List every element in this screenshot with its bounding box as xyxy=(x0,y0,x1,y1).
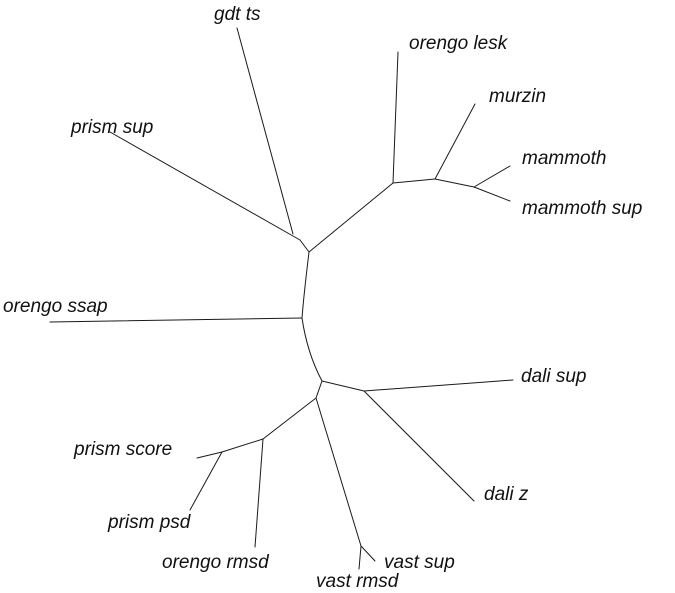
branch-prism-sup xyxy=(109,131,301,241)
branch-root-bottom xyxy=(301,317,323,382)
leaf-label-vast-sup: vast sup xyxy=(384,552,455,573)
branch-mammoth xyxy=(473,165,511,188)
branch-orengo-ssap xyxy=(49,317,303,323)
leaf-label-prism-score: prism score xyxy=(73,439,172,460)
leaf-label-mammoth-sup: mammoth sup xyxy=(522,198,642,219)
branch-upper-left-junction xyxy=(299,239,310,253)
branch-upper-right xyxy=(308,182,394,253)
branch-prism-rmsd-junction xyxy=(262,397,317,440)
branch-dali-junction xyxy=(321,380,365,392)
branch-dali-sup xyxy=(363,379,514,392)
leaf-label-dali-sup: dali sup xyxy=(521,366,587,387)
leaf-label-prism-sup: prism sup xyxy=(70,117,153,138)
leaf-label-prism-psd: prism psd xyxy=(107,512,192,533)
branch-mammoth-junction xyxy=(434,178,475,188)
branch-prism-psd xyxy=(189,451,223,511)
branch-orengo-lesk xyxy=(392,51,399,184)
leaf-label-gdt-ts: gdt ts xyxy=(214,4,261,25)
leaf-label-orengo-lesk: orengo lesk xyxy=(409,33,509,54)
leaf-label-orengo-rmsd: orengo rmsd xyxy=(162,552,270,573)
branch-vast-rmsd xyxy=(358,545,362,570)
branch-vast xyxy=(315,397,362,547)
branch-dali-z xyxy=(363,390,475,502)
branch-vast-sup xyxy=(360,545,376,562)
leaf-label-orengo-ssap: orengo ssap xyxy=(3,296,108,317)
branch-gdt-ts xyxy=(236,27,294,235)
branch-root-top xyxy=(301,251,310,319)
branch-prism-score xyxy=(196,451,223,459)
leaf-label-murzin: murzin xyxy=(489,86,546,107)
tree-branches xyxy=(49,27,514,570)
branch-lower-junction xyxy=(315,380,323,399)
leaf-label-dali-z: dali z xyxy=(484,484,529,505)
branch-prism-junction xyxy=(221,438,264,453)
branch-mammoth-sup xyxy=(473,186,511,202)
leaf-label-mammoth: mammoth xyxy=(522,148,606,169)
branch-murzin xyxy=(434,103,476,180)
branch-orengo-rmsd xyxy=(254,438,264,548)
branch-murzin-mammoth-junction xyxy=(392,178,436,184)
leaf-label-vast-rmsd: vast rmsd xyxy=(316,571,400,592)
tree-leaf-labels: gdt ts orengo lesk murzin mammoth mammot… xyxy=(3,4,642,592)
